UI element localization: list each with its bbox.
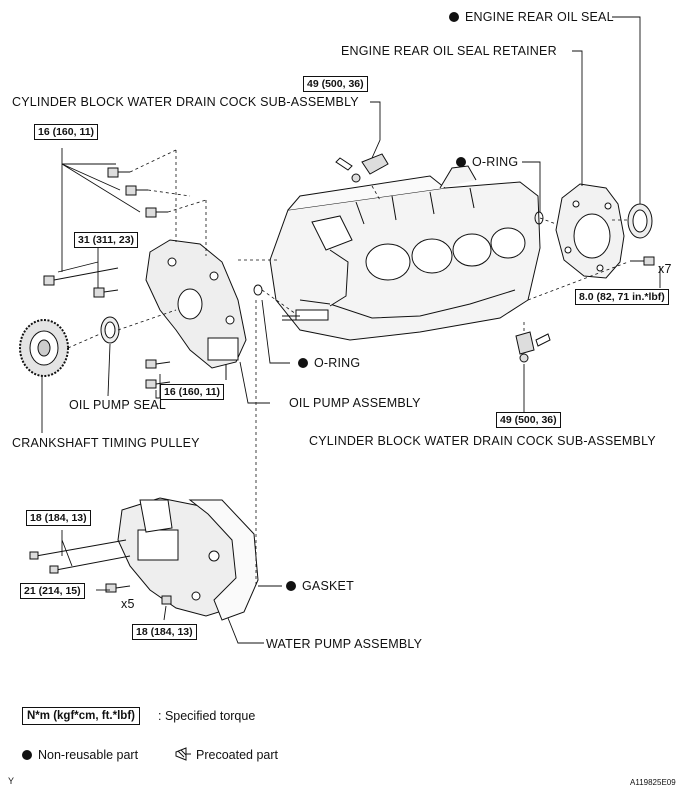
legend-non-reusable-text: Non-reusable part [38, 748, 139, 762]
water-pump-gasket [188, 499, 259, 621]
legend-torque-desc: : Specified torque [158, 709, 256, 723]
oil-pump-assembly [145, 239, 247, 380]
water-pump-fasteners [29, 539, 172, 605]
oil-pump-bolts [43, 167, 171, 389]
label-crankshaft-timing-pulley: CRANKSHAFT TIMING PULLEY [12, 436, 200, 450]
label-drain-cock-bottom: CYLINDER BLOCK WATER DRAIN COCK SUB-ASSE… [309, 434, 656, 448]
water-pump-assembly [117, 497, 249, 617]
label-o-ring-right: O-RING [456, 155, 518, 169]
legend-non-reusable: Non-reusable part [22, 748, 138, 762]
label-text: O-RING [314, 356, 361, 370]
label-o-ring-center: O-RING [298, 356, 360, 370]
o-ring-center [253, 284, 263, 296]
drain-cock-bottom [515, 331, 551, 363]
label-engine-rear-oil-seal: ENGINE REAR OIL SEAL [449, 10, 614, 24]
label-text: O-RING [472, 155, 519, 169]
leader-lines [41, 16, 661, 644]
torque-drain-cock-top: 49 (500, 36) [303, 76, 368, 92]
precoated-symbol [175, 747, 191, 761]
footer-right-code: A119825E09 [630, 778, 676, 787]
footer-left-code: Y [8, 776, 15, 786]
non-reusable-dot [22, 750, 32, 760]
non-reusable-dot [449, 12, 459, 22]
label-drain-cock-top: CYLINDER BLOCK WATER DRAIN COCK SUB-ASSE… [12, 95, 359, 109]
drain-cock-top [335, 153, 389, 183]
legend-precoated: Precoated part [196, 748, 278, 762]
torque-retainer-bolts: 8.0 (82, 71 in.*lbf) [575, 289, 669, 305]
oil-pump-seal [100, 316, 120, 344]
torque-oil-pump-upper-bolts: 16 (160, 11) [34, 124, 99, 140]
non-reusable-dot [456, 157, 466, 167]
cylinder-block [269, 165, 541, 341]
non-reusable-dot [298, 358, 308, 368]
label-gasket: GASKET [286, 579, 354, 593]
torque-oil-pump-lower-bolts: 16 (160, 11) [160, 384, 225, 400]
torque-water-pump-bolts: 21 (214, 15) [20, 583, 85, 599]
retainer-bolt [630, 256, 655, 266]
label-text: GASKET [302, 579, 354, 593]
crankshaft-timing-pulley [19, 319, 69, 377]
alignment-lines [67, 149, 629, 586]
label-engine-rear-oil-seal-retainer: ENGINE REAR OIL SEAL RETAINER [341, 44, 557, 58]
legend-torque-box: N*m (kgf*cm, ft.*lbf) [22, 707, 140, 725]
o-ring-right [534, 211, 544, 225]
label-text: ENGINE REAR OIL SEAL [465, 10, 614, 24]
qty-water-pump-bolts: x5 [121, 597, 135, 611]
qty-retainer-bolts: x7 [658, 262, 672, 276]
rear-oil-seal-retainer [555, 183, 625, 279]
label-oil-pump-seal: OIL PUMP SEAL [69, 398, 167, 412]
torque-oil-pump-stud: 31 (311, 23) [74, 232, 139, 248]
label-oil-pump-assembly: OIL PUMP ASSEMBLY [289, 396, 421, 410]
torque-water-pump-studs: 18 (184, 13) [26, 510, 91, 526]
label-water-pump-assembly: WATER PUMP ASSEMBLY [266, 637, 423, 651]
engine-rear-oil-seal [627, 203, 653, 239]
torque-drain-cock-bottom: 49 (500, 36) [496, 412, 561, 428]
torque-water-pump-nut: 18 (184, 13) [132, 624, 197, 640]
non-reusable-dot [286, 581, 296, 591]
